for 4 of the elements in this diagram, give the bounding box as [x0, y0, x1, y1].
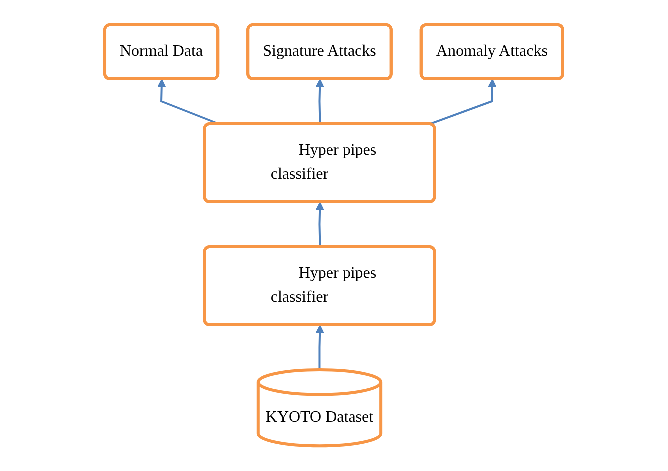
arrow	[429, 79, 497, 126]
arrow	[316, 202, 324, 248]
arrow	[316, 79, 324, 124]
arrow	[316, 325, 324, 370]
